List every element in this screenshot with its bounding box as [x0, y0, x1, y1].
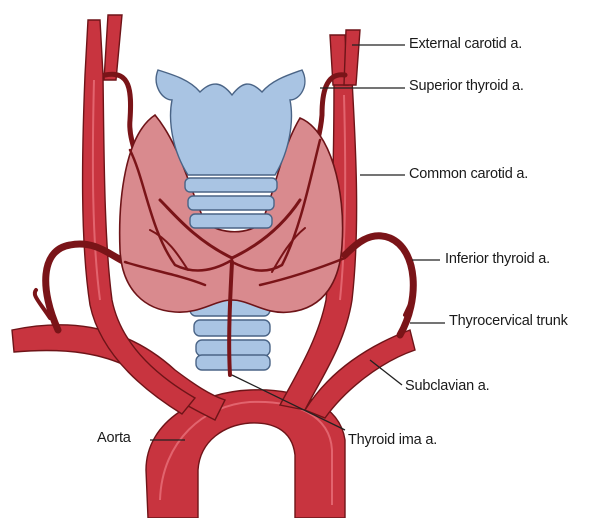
label-external-carotid: External carotid a. — [409, 36, 522, 52]
label-superior-thyroid: Superior thyroid a. — [409, 78, 524, 94]
label-subclavian: Subclavian a. — [405, 378, 489, 394]
label-thyrocervical-trunk: Thyrocervical trunk — [449, 313, 568, 329]
label-thyroid-ima: Thyroid ima a. — [348, 432, 437, 448]
label-aorta: Aorta — [97, 430, 131, 446]
label-inferior-thyroid: Inferior thyroid a. — [445, 251, 550, 267]
label-common-carotid: Common carotid a. — [409, 166, 528, 182]
